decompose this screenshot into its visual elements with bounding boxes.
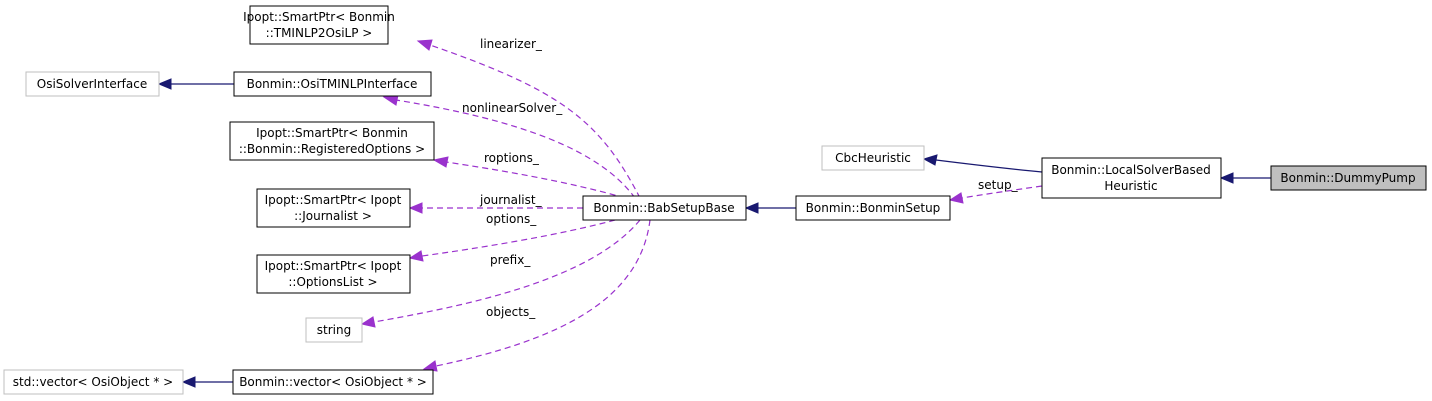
edge-journalist (408, 202, 583, 214)
svg-text:::TMINLP2OsiLP >: ::TMINLP2OsiLP > (266, 26, 373, 40)
svg-text:OsiSolverInterface: OsiSolverInterface (37, 77, 147, 91)
node-osi-tminlp-interface[interactable]: Bonmin::OsiTMINLPInterface (233, 71, 432, 97)
edge-stdvector-to-bonmin-vector (181, 376, 233, 388)
svg-text:::Journalist >: ::Journalist > (294, 209, 372, 223)
node-bonmin-setup[interactable]: Bonmin::BonminSetup (795, 195, 951, 221)
node-smartptr-journalist[interactable]: Ipopt::SmartPtr< Ipopt ::Journalist > (256, 188, 411, 228)
svg-text:Bonmin::LocalSolverBased: Bonmin::LocalSolverBased (1051, 163, 1211, 177)
svg-text:Bonmin::vector< OsiObject * >: Bonmin::vector< OsiObject * > (239, 375, 427, 389)
edge-cbc-to-localsolver (922, 154, 1043, 173)
svg-text:Ipopt::SmartPtr< Bonmin: Ipopt::SmartPtr< Bonmin (256, 126, 408, 140)
edge-osi-to-tminlp-interface (157, 78, 234, 90)
node-bonmin-vector[interactable]: Bonmin::vector< OsiObject * > (232, 369, 434, 395)
edge-roptions (432, 156, 626, 199)
edge-options (408, 219, 616, 262)
svg-text:Ipopt::SmartPtr< Ipopt: Ipopt::SmartPtr< Ipopt (265, 259, 402, 273)
svg-text:Ipopt::SmartPtr< Bonmin: Ipopt::SmartPtr< Bonmin (243, 10, 395, 24)
svg-text:CbcHeuristic: CbcHeuristic (835, 151, 911, 165)
node-smartptr-tminlp2osilp[interactable]: Ipopt::SmartPtr< Bonmin ::TMINLP2OsiLP > (243, 5, 395, 45)
node-bab-setup-base[interactable]: Bonmin::BabSetupBase (582, 195, 747, 221)
svg-text:Heuristic: Heuristic (1104, 179, 1157, 193)
node-string[interactable]: string (305, 317, 363, 343)
node-std-vector[interactable]: std::vector< OsiObject * > (3, 369, 184, 395)
node-osi-solver-interface[interactable]: OsiSolverInterface (25, 71, 160, 97)
edge-localsolver-to-dummypump (1219, 172, 1271, 184)
edge-prefix (360, 219, 641, 328)
svg-text:std::vector< OsiObject * >: std::vector< OsiObject * > (13, 375, 173, 389)
svg-text:Bonmin::BabSetupBase: Bonmin::BabSetupBase (593, 201, 734, 215)
svg-text:Ipopt::SmartPtr< Ipopt: Ipopt::SmartPtr< Ipopt (265, 193, 402, 207)
edge-setup (948, 185, 1043, 204)
edge-linearizer (416, 39, 641, 199)
svg-text:::Bonmin::RegisteredOptions >: ::Bonmin::RegisteredOptions > (239, 142, 425, 156)
edge-label-linearizer: linearizer_ (480, 37, 543, 51)
svg-text:Bonmin::BonminSetup: Bonmin::BonminSetup (806, 201, 941, 215)
svg-text:::OptionsList >: ::OptionsList > (288, 275, 377, 289)
edge-label-nonlinear-solver: nonlinearSolver_ (462, 101, 563, 115)
edge-label-roptions: roptions_ (484, 151, 540, 165)
node-dummy-pump[interactable]: Bonmin::DummyPump (1270, 165, 1427, 191)
node-cbc-heuristic[interactable]: CbcHeuristic (821, 145, 925, 171)
edge-label-prefix: prefix_ (490, 253, 531, 267)
edge-label-objects: objects_ (486, 305, 536, 319)
node-smartptr-options-list[interactable]: Ipopt::SmartPtr< Ipopt ::OptionsList > (256, 254, 411, 294)
edge-label-setup: setup_ (978, 178, 1019, 192)
svg-text:string: string (317, 323, 351, 337)
edge-babsetup-to-bonminsetup (744, 202, 796, 214)
node-local-solver-based-heuristic[interactable]: Bonmin::LocalSolverBased Heuristic (1041, 157, 1222, 199)
node-smartptr-registered-options[interactable]: Ipopt::SmartPtr< Bonmin ::Bonmin::Regist… (229, 121, 435, 161)
edge-label-options: options_ (486, 212, 537, 226)
svg-text:Bonmin::OsiTMINLPInterface: Bonmin::OsiTMINLPInterface (247, 77, 418, 91)
svg-text:Bonmin::DummyPump: Bonmin::DummyPump (1280, 171, 1415, 185)
edge-label-journalist: journalist_ (479, 193, 543, 207)
